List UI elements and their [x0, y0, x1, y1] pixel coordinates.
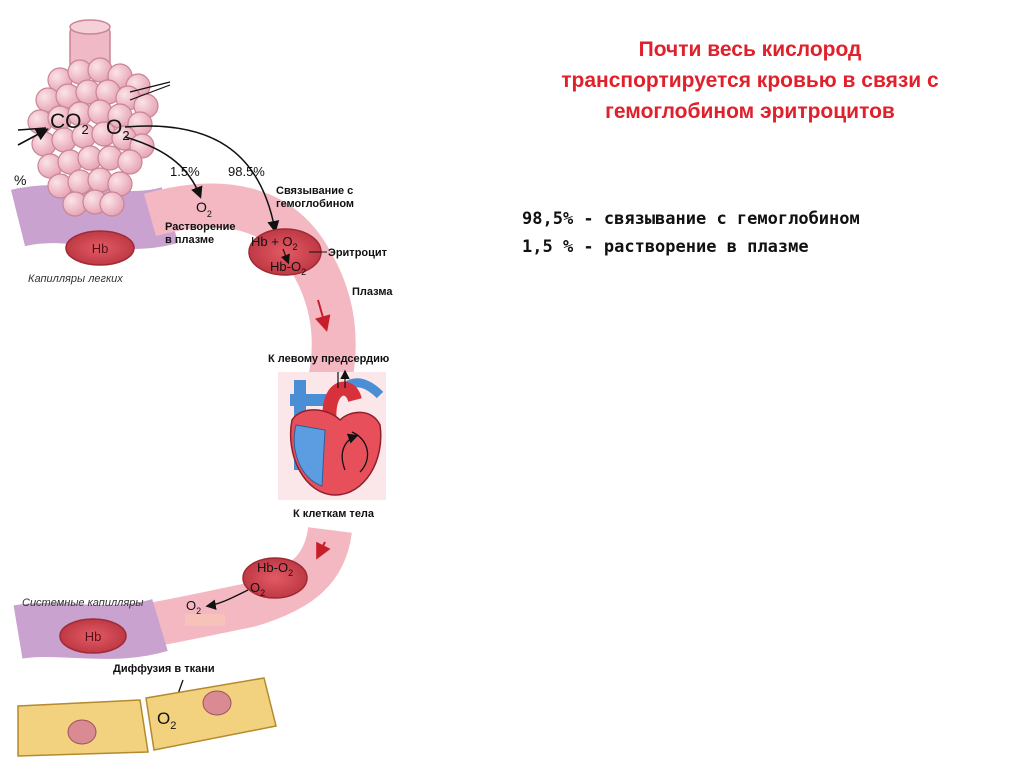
cell-nucleus	[68, 720, 96, 744]
label-lung-capillaries: Капилляры легких	[28, 273, 123, 285]
label-plasma-dissolve: Растворение в плазме	[165, 221, 239, 246]
label-hb-binding: Связывание с гемоглобином	[276, 185, 356, 210]
label-erythrocyte: Эритроцит	[328, 247, 388, 259]
tissue-cells: O2	[18, 678, 276, 756]
hb-label-systemic: Hb	[85, 629, 102, 644]
pct-hb: 98.5%	[228, 164, 265, 179]
bronchus-top	[70, 20, 110, 34]
label-tissue-diffusion: Диффузия в ткани	[113, 663, 215, 675]
heart	[278, 372, 386, 500]
percent-fragment: %	[14, 172, 26, 188]
alveolus	[118, 150, 142, 174]
lung-capillary	[18, 214, 170, 220]
hb-label-lung: Hb	[92, 241, 109, 256]
cell-nucleus	[203, 691, 231, 715]
label-to-left-atrium: К левому предсердию	[268, 353, 389, 365]
pct-plasma: 1.5%	[170, 164, 200, 179]
exchange-zone	[185, 614, 225, 626]
label-to-body-cells: К клеткам тела	[293, 508, 375, 520]
label-systemic-capillaries: Системные капилляры	[22, 597, 143, 609]
alveolus	[100, 192, 124, 216]
alveoli-cluster	[28, 20, 158, 216]
label-plasma: Плазма	[352, 286, 393, 298]
